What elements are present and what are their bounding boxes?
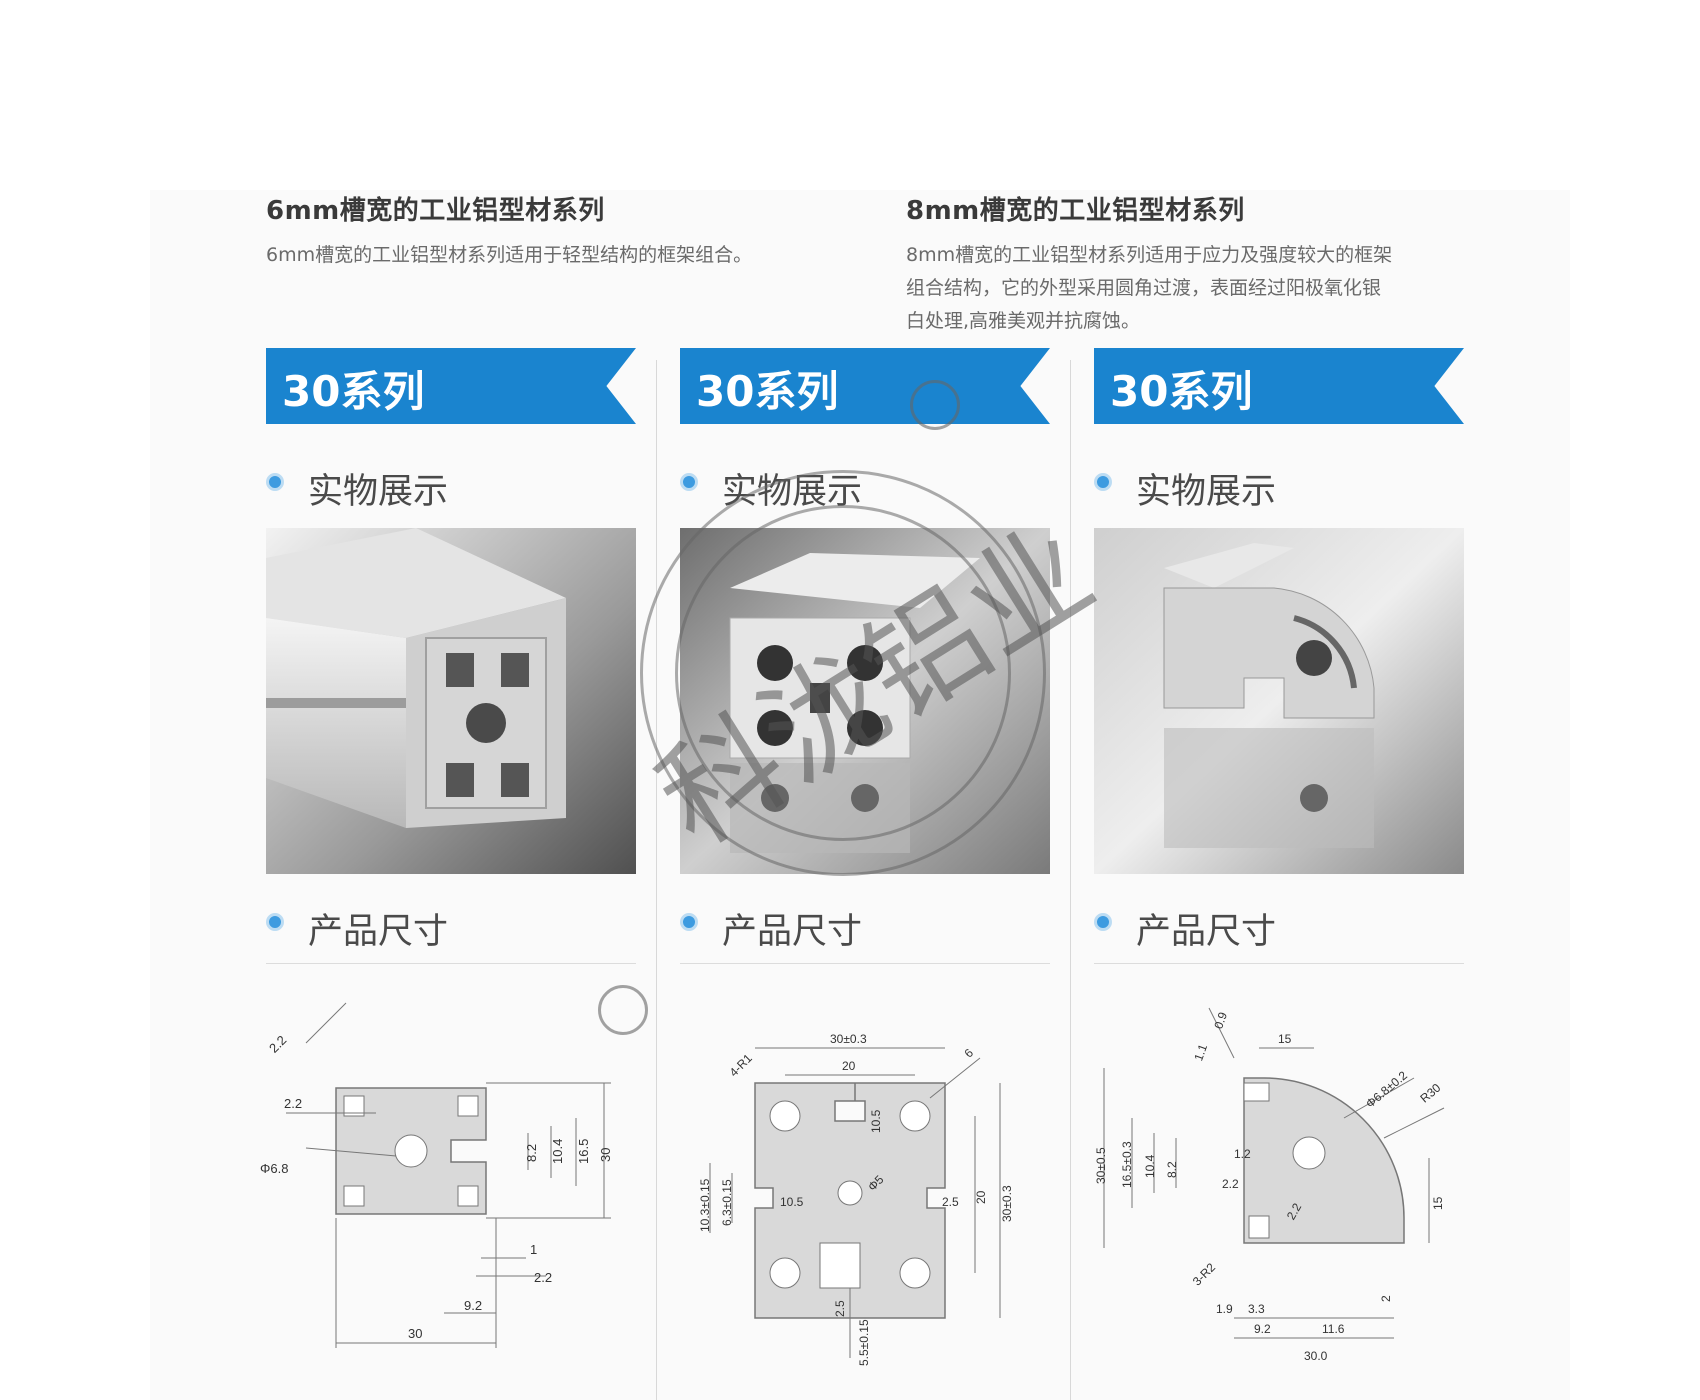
dimension-label: 10.4	[1143, 1154, 1157, 1178]
dimension-label: 10.3±0.15	[698, 1178, 712, 1232]
dimension-label: 9.2	[464, 1298, 482, 1313]
description-line: 组合结构，它的外型采用圆角过渡，表面经过阳极氧化银	[906, 277, 1382, 299]
dimension-drawing: 0.9 1.1 15 Φ6.8±0.2 R30 30±0.5 16.5±0.3 …	[1094, 1007, 1445, 1363]
section-title: 8mm槽宽的工业铝型材系列	[906, 196, 1245, 226]
series-banner: 30系列	[266, 348, 636, 424]
dimension-label: 30.0	[1304, 1349, 1328, 1363]
dimension-label: 1.2	[1234, 1147, 1251, 1161]
section-title: 6mm槽宽的工业铝型材系列	[266, 196, 605, 226]
dimension-label: 30	[598, 1148, 613, 1162]
dimension-label: 30±0.3	[1000, 1185, 1014, 1222]
dimension-label: 16.5	[576, 1139, 591, 1164]
dimension-label: 30	[408, 1326, 422, 1341]
photo-heading-label: 实物展示	[1136, 472, 1277, 512]
dimension-label: 8.2	[524, 1144, 539, 1162]
size-heading-label: 产品尺寸	[1136, 912, 1277, 952]
size-heading-label: 产品尺寸	[722, 912, 863, 952]
section-description: 8mm槽宽的工业铝型材系列适用于应力及强度较大的框架 组合结构，它的外型采用圆角…	[906, 239, 1506, 338]
divider	[266, 963, 636, 964]
dimension-label: 2.2	[284, 1096, 302, 1111]
series-label: 30系列	[1110, 367, 1253, 416]
product-photo	[266, 528, 636, 874]
dimension-label: 4-R1	[727, 1051, 756, 1080]
dimension-label: 30±0.5	[1094, 1147, 1108, 1184]
series-label: 30系列	[696, 367, 839, 416]
dimension-label: 8.2	[1165, 1161, 1179, 1178]
column-divider	[656, 360, 657, 1400]
dimension-label: 2	[1379, 1295, 1393, 1302]
divider	[680, 963, 1050, 964]
size-heading-label: 产品尺寸	[308, 912, 449, 952]
photo-heading-label: 实物展示	[308, 472, 449, 512]
dimension-label: 15	[1278, 1032, 1292, 1046]
product-column: 30系列 实物展示 产品尺寸	[260, 348, 636, 1400]
dimension-label: 9.2	[1254, 1322, 1271, 1336]
right-section-header: 8mm槽宽的工业铝型材系列 8mm槽宽的工业铝型材系列适用于应力及强度较大的框架…	[906, 190, 1506, 338]
dimension-label: 2.2	[1222, 1177, 1239, 1191]
bullet-icon	[680, 473, 698, 491]
product-photo	[1094, 528, 1464, 874]
dimension-label: 10.4	[550, 1139, 565, 1164]
bullet-icon	[266, 473, 284, 491]
series-label: 30系列	[282, 367, 425, 416]
product-column: 30系列 实物展示 产品尺寸 0.9 1.1 15 Φ6.8±0.2 R3	[1094, 348, 1464, 1400]
dimension-label: 10.5	[780, 1195, 804, 1209]
dimension-label: 30±0.3	[830, 1032, 867, 1046]
dimension-label: 2.5	[833, 1300, 847, 1317]
photo-heading-label: 实物展示	[722, 472, 863, 512]
dimension-label: 0.9	[1211, 1010, 1230, 1031]
dimension-label: 10.5	[869, 1109, 883, 1133]
section-description: 6mm槽宽的工业铝型材系列适用于轻型结构的框架组合。	[266, 244, 753, 266]
column-divider	[1070, 360, 1071, 1400]
dimension-label: 15	[1431, 1196, 1445, 1210]
dimension-label: 6.3±0.15	[720, 1179, 734, 1226]
dimension-drawing: 2.2 2.2 Φ6.8 8.2 10.4 16.5 30 1 2.2 9.2 …	[260, 1002, 613, 1348]
bullet-icon	[1094, 473, 1112, 491]
dimension-label: Φ6.8	[260, 1161, 288, 1176]
description-line: 8mm槽宽的工业铝型材系列适用于应力及强度较大的框架	[906, 244, 1393, 266]
product-photo	[680, 528, 1050, 874]
series-banner: 30系列	[680, 348, 1050, 424]
dimension-label: 2.2	[534, 1270, 552, 1285]
dimension-label: 5.5±0.15	[857, 1319, 871, 1366]
dimension-label: 2.2	[266, 1032, 289, 1055]
dimension-drawing: 30±0.3 20 4-R1 6 10.5 10.3±0.15 6.3±0.15…	[698, 1032, 1014, 1366]
dimension-label: 1.9	[1216, 1302, 1233, 1316]
dimension-label: 20	[974, 1190, 988, 1204]
dimension-label: Φ6.8±0.2	[1363, 1068, 1410, 1111]
dimension-label: 20	[842, 1059, 856, 1073]
dimension-label: R30	[1417, 1080, 1443, 1105]
dimension-label: 1.1	[1191, 1042, 1210, 1063]
dimension-label: 1	[530, 1242, 537, 1257]
bullet-icon	[266, 913, 284, 931]
description-line: 白处理,高雅美观并抗腐蚀。	[906, 310, 1141, 332]
product-column: 30系列 实物展示 产品尺寸 30±0.3 20	[680, 348, 1050, 1400]
dimension-label: 16.5±0.3	[1120, 1141, 1134, 1188]
dimension-label: 11.6	[1322, 1322, 1345, 1336]
dimension-label: 6	[962, 1046, 977, 1061]
dimension-label: 3.3	[1248, 1302, 1265, 1316]
dimension-label: 2.5	[942, 1195, 959, 1209]
bullet-icon	[680, 913, 698, 931]
series-banner: 30系列	[1094, 348, 1464, 424]
divider	[1094, 963, 1464, 964]
left-section-header: 6mm槽宽的工业铝型材系列 6mm槽宽的工业铝型材系列适用于轻型结构的框架组合。	[266, 190, 866, 272]
bullet-icon	[1094, 913, 1112, 931]
dimension-label: 3-R2	[1190, 1260, 1219, 1289]
